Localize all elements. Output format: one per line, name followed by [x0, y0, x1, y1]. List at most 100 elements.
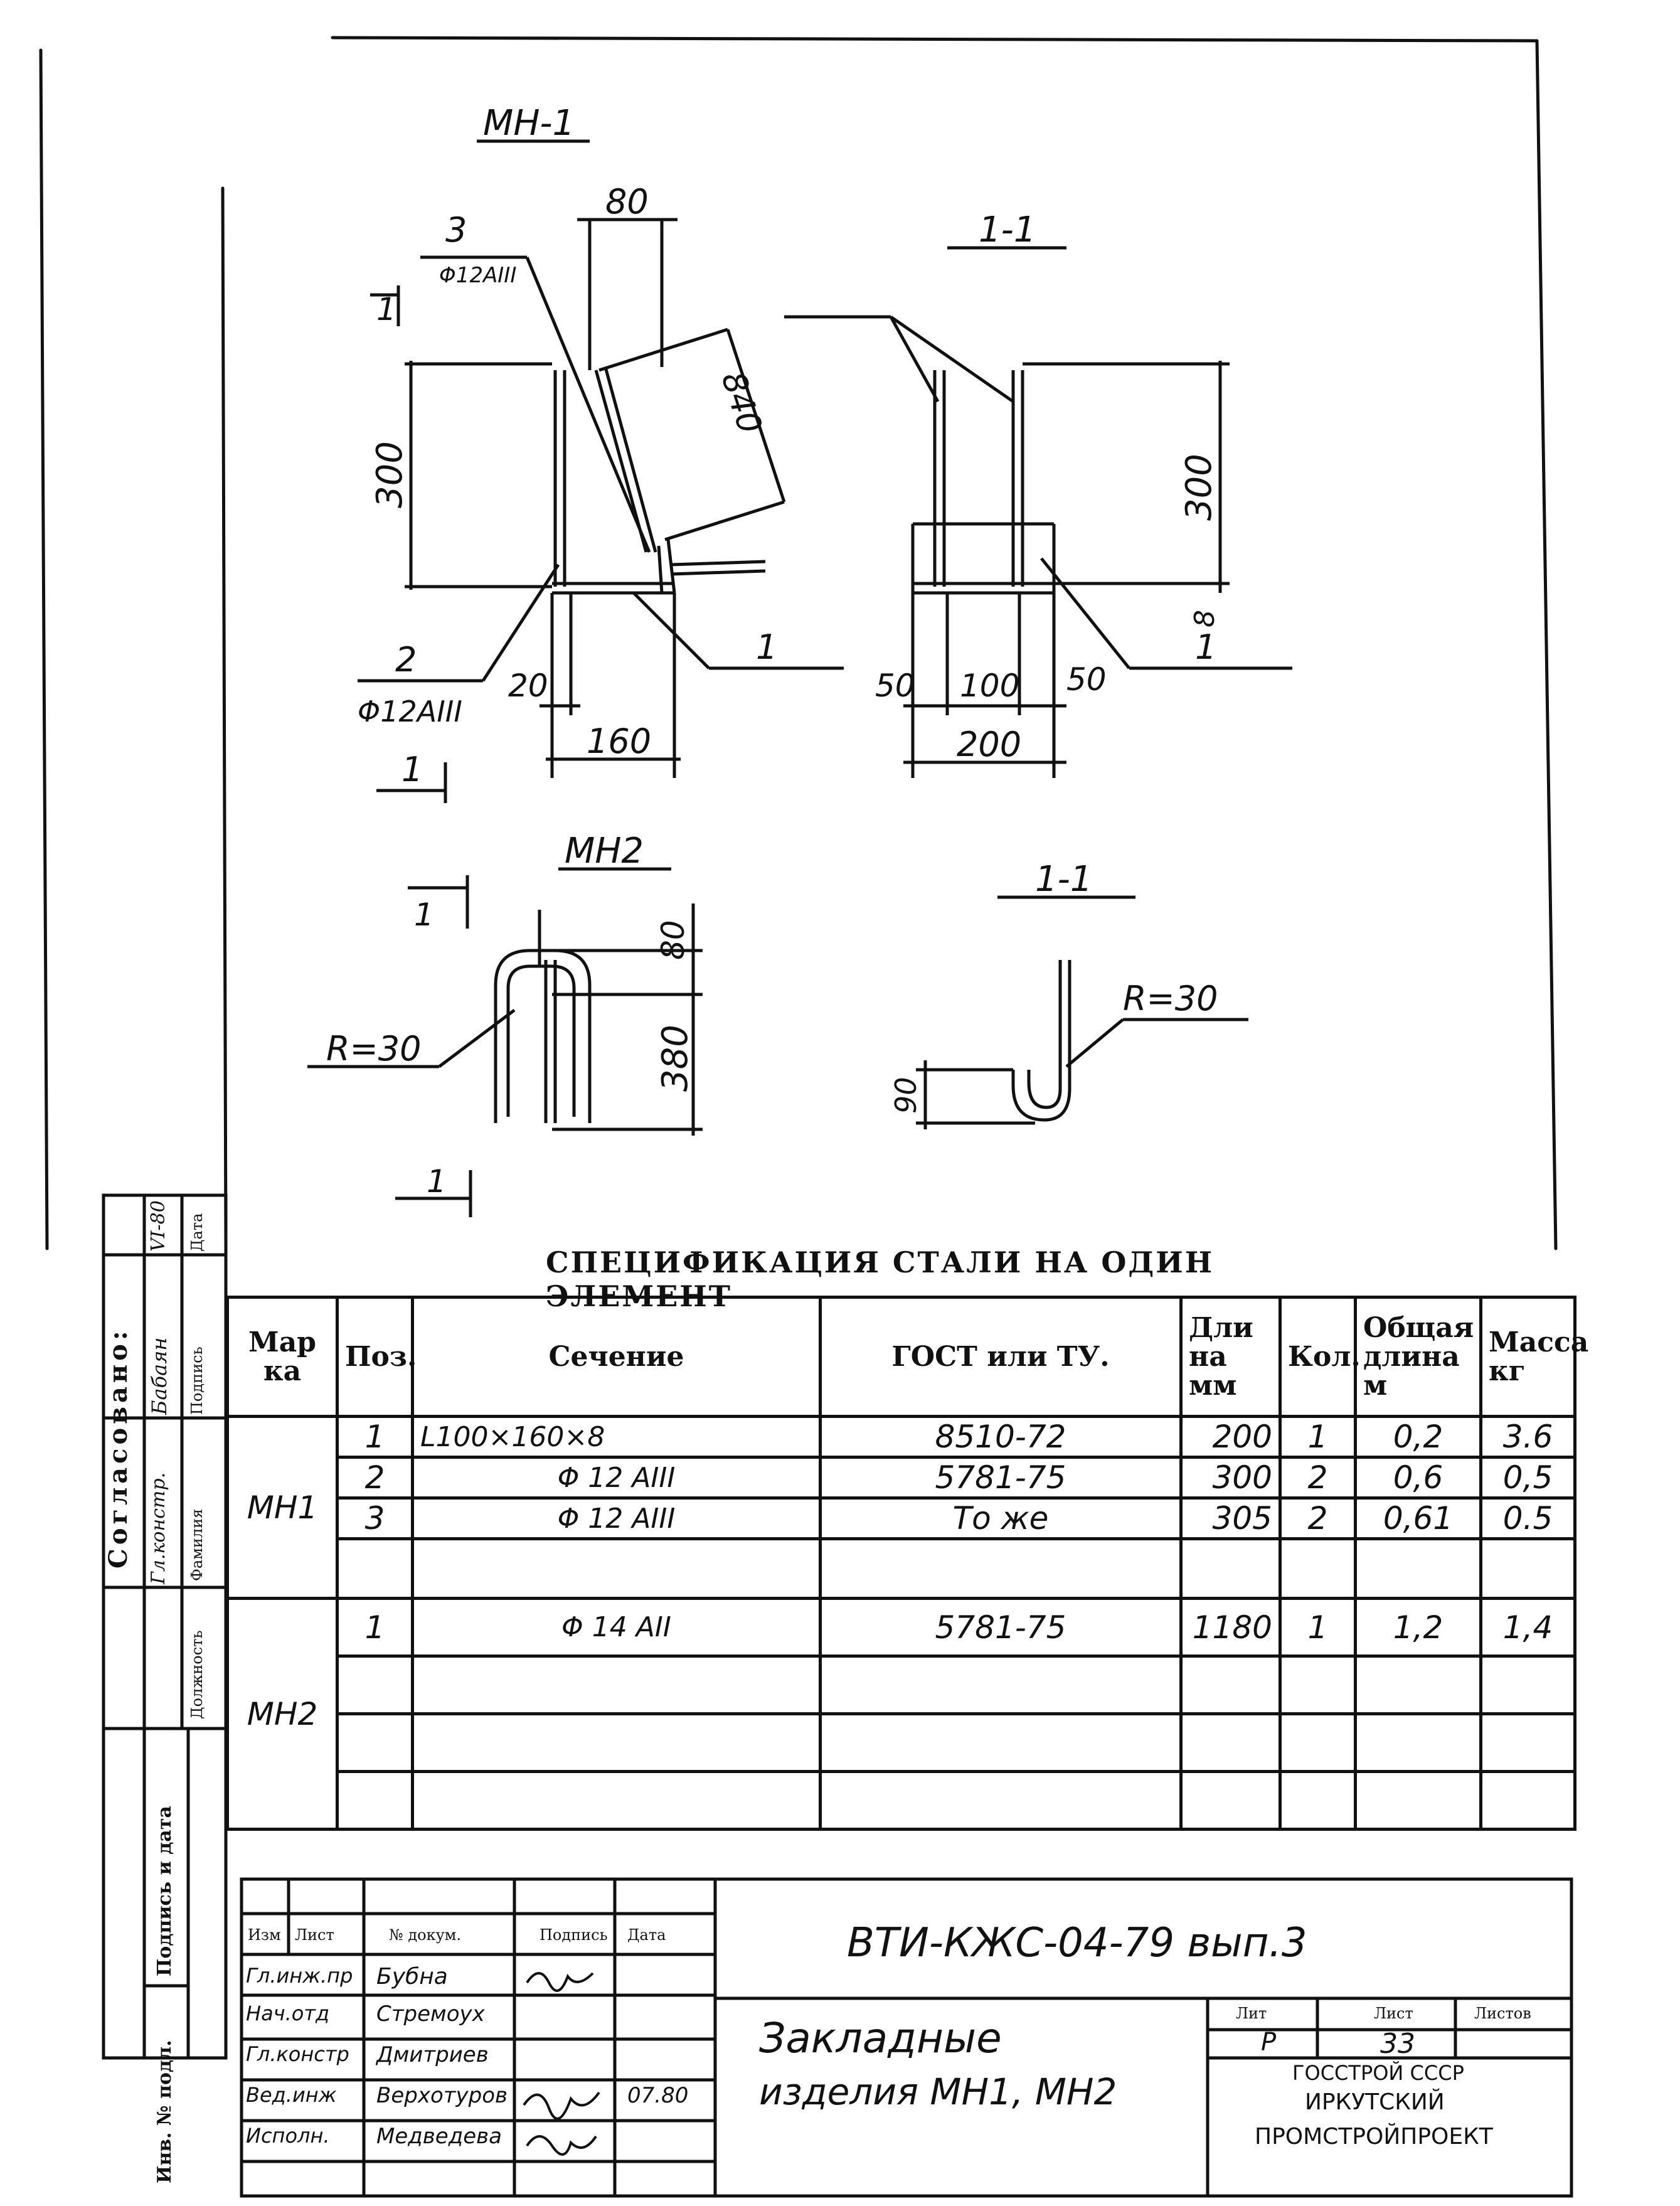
mn2-radius: R=30 — [326, 1029, 421, 1068]
mn1-pos-1: 1 — [756, 627, 777, 667]
tb-role-3: Гл.констр — [246, 2042, 349, 2066]
header-gost: ГОСТ или ТУ. — [819, 1296, 1183, 1418]
mn1-section-view — [784, 246, 1292, 778]
mn2-section-labels: 1-1 R=30 90 — [889, 859, 1218, 1114]
mn2-sec-dim-90: 90 — [889, 1077, 923, 1114]
section-cell: Φ 12 AIII — [411, 1456, 822, 1500]
mn1-dim-300: 300 — [369, 441, 410, 508]
signature-4 — [523, 2091, 600, 2120]
section-cell: Φ 14 AII — [411, 1597, 822, 1658]
header-length: Дли на мм — [1179, 1296, 1282, 1418]
total-length-cell: 1,2 — [1354, 1597, 1482, 1658]
table-row: МН2 1 Φ 14 AII 5781-75 1180 1 1,2 1,4 — [226, 1597, 1576, 1831]
table-row-empty — [228, 1712, 1576, 1773]
tb-col-sheet: Лист — [295, 1926, 334, 1944]
mass-cell: 3.6 — [1479, 1415, 1576, 1459]
section-cell: L100×160×8 — [411, 1415, 822, 1459]
mn2-dim-80: 80 — [655, 920, 691, 960]
signature-5 — [526, 2135, 597, 2156]
tb-name-1: Бубна — [376, 1964, 448, 1990]
gost-cell: 5781-75 — [819, 1456, 1183, 1500]
mn1-sec-dim-300: 300 — [1179, 454, 1220, 521]
mn2-dim-380: 380 — [655, 1025, 696, 1092]
table-row: МН1 1 L100×160×8 8510-72 200 1 0,2 3.6 — [226, 1415, 1576, 1600]
tb-col-docnum: № докум. — [389, 1926, 461, 1944]
tb-col-signature: Подпись — [540, 1926, 608, 1944]
mn1-dia-2: Φ12AIII — [358, 695, 462, 728]
header-qty: Кол. — [1279, 1296, 1361, 1418]
header-total-length: Общая длина м — [1354, 1296, 1482, 1418]
mn2-section-view — [916, 895, 1248, 1129]
qty-cell: 1 — [1279, 1415, 1357, 1459]
mn2-cut-top: 1 — [414, 897, 434, 933]
date-label: Дата — [188, 1213, 206, 1252]
tb-role-2: Нач.отд — [246, 2001, 330, 2025]
qty-cell: 2 — [1279, 1496, 1357, 1540]
spec-header-row: Мар ка Поз. Сечение ГОСТ или ТУ. Дли на … — [226, 1296, 1588, 1418]
title-block-frame — [240, 1877, 1573, 2198]
org-line-1: ГОССТРОЙ СССР — [1292, 2061, 1464, 2085]
drawing-name-1: Закладные — [759, 2014, 1002, 2062]
total-length-cell: 0,61 — [1354, 1496, 1482, 1540]
tb-role-4: Вед.инж — [246, 2083, 337, 2107]
table-row-empty — [228, 1655, 1576, 1715]
table-row: 3 Φ 12 AIII То же 305 2 0,61 0.5 — [228, 1496, 1576, 1540]
total-length-cell: 0,2 — [1354, 1415, 1482, 1459]
tb-name-3: Дмитриев — [376, 2042, 489, 2067]
header-section: Сечение — [411, 1296, 822, 1418]
gost-cell: То же — [819, 1496, 1183, 1540]
length-cell: 1180 — [1179, 1597, 1282, 1658]
mass-cell: 0.5 — [1479, 1496, 1576, 1540]
header-marka: Мар ка — [226, 1296, 339, 1418]
date-value: VI-80 — [147, 1200, 169, 1252]
mn1-dia-3: Φ12AIII — [439, 263, 516, 288]
position-label: Должность — [188, 1630, 206, 1719]
header-pos: Поз. — [336, 1296, 417, 1418]
signatures — [523, 1972, 600, 2156]
mn1-sec-dim-50b: 50 — [1066, 661, 1107, 698]
org-line-2: ИРКУТСКИЙ — [1305, 2089, 1445, 2115]
drawing-name-2: изделия МН1, МН2 — [759, 2070, 1117, 2113]
pos-cell: 2 — [336, 1456, 414, 1500]
mn2-front-view — [307, 867, 703, 1217]
pos-cell: 3 — [336, 1496, 414, 1540]
drawing-area: МН-1 80 3 Φ12AIII 840 300 2 Φ12AIII 20 1… — [39, 36, 1558, 1250]
tb-name-2: Стремоух — [376, 2001, 485, 2027]
tb-name-5: Медведева — [376, 2124, 502, 2149]
mn1-cut-bottom: 1 — [401, 750, 423, 789]
mn1-sec-pos-1: 1 — [1195, 627, 1216, 667]
total-length-cell: 0,6 — [1354, 1456, 1482, 1500]
mn2-labels: МН2 80 380 R=30 1 1 — [326, 831, 696, 1200]
signature-1 — [526, 1972, 594, 1992]
mn2-sec-radius: R=30 — [1123, 979, 1218, 1018]
mn1-pos-2: 2 — [395, 640, 417, 679]
mn1-cut-top: 1 — [376, 291, 396, 328]
mn1-sec-dim-100: 100 — [960, 668, 1019, 704]
pos-cell: 1 — [336, 1597, 414, 1658]
surname-label: Фамилия — [188, 1508, 206, 1581]
tb-role-1: Гл.инж.пр — [246, 1964, 353, 1988]
surname-value: Бабаян — [147, 1337, 171, 1415]
agreed-label: Согласовано: — [104, 1327, 133, 1569]
stage-label: Лит — [1236, 2005, 1267, 2022]
table-row: 2 Φ 12 AIII 5781-75 300 2 0,6 0,5 — [228, 1456, 1576, 1500]
mn1-section-title: 1-1 — [979, 210, 1036, 250]
table-row-empty — [228, 1537, 1576, 1600]
mn1-dim-20: 20 — [508, 668, 548, 704]
length-cell: 305 — [1179, 1496, 1282, 1540]
spec-table: Мар ка Поз. Сечение ГОСТ или ТУ. Дли на … — [226, 1296, 1588, 1831]
mn1-sec-dim-50a: 50 — [875, 668, 915, 704]
table-row-empty — [228, 1770, 1576, 1831]
inv-no-label: Инв. № подл. — [154, 2040, 176, 2183]
gost-cell: 8510-72 — [819, 1415, 1183, 1459]
tb-col-change: Изм — [248, 1926, 281, 1944]
org-line-3: ПРОМСТРОЙПРОЕКТ — [1255, 2124, 1493, 2150]
header-mass: Масса кг — [1479, 1296, 1588, 1418]
sign-date-label: Подпись и дата — [154, 1806, 176, 1976]
mn1-pos-3: 3 — [445, 210, 467, 250]
sheet-label: Лист — [1374, 2005, 1413, 2022]
mn2-cut-bottom: 1 — [427, 1163, 447, 1200]
tb-col-date: Дата — [627, 1926, 666, 1944]
mn1-front-view — [358, 139, 844, 803]
qty-cell: 2 — [1279, 1456, 1357, 1500]
